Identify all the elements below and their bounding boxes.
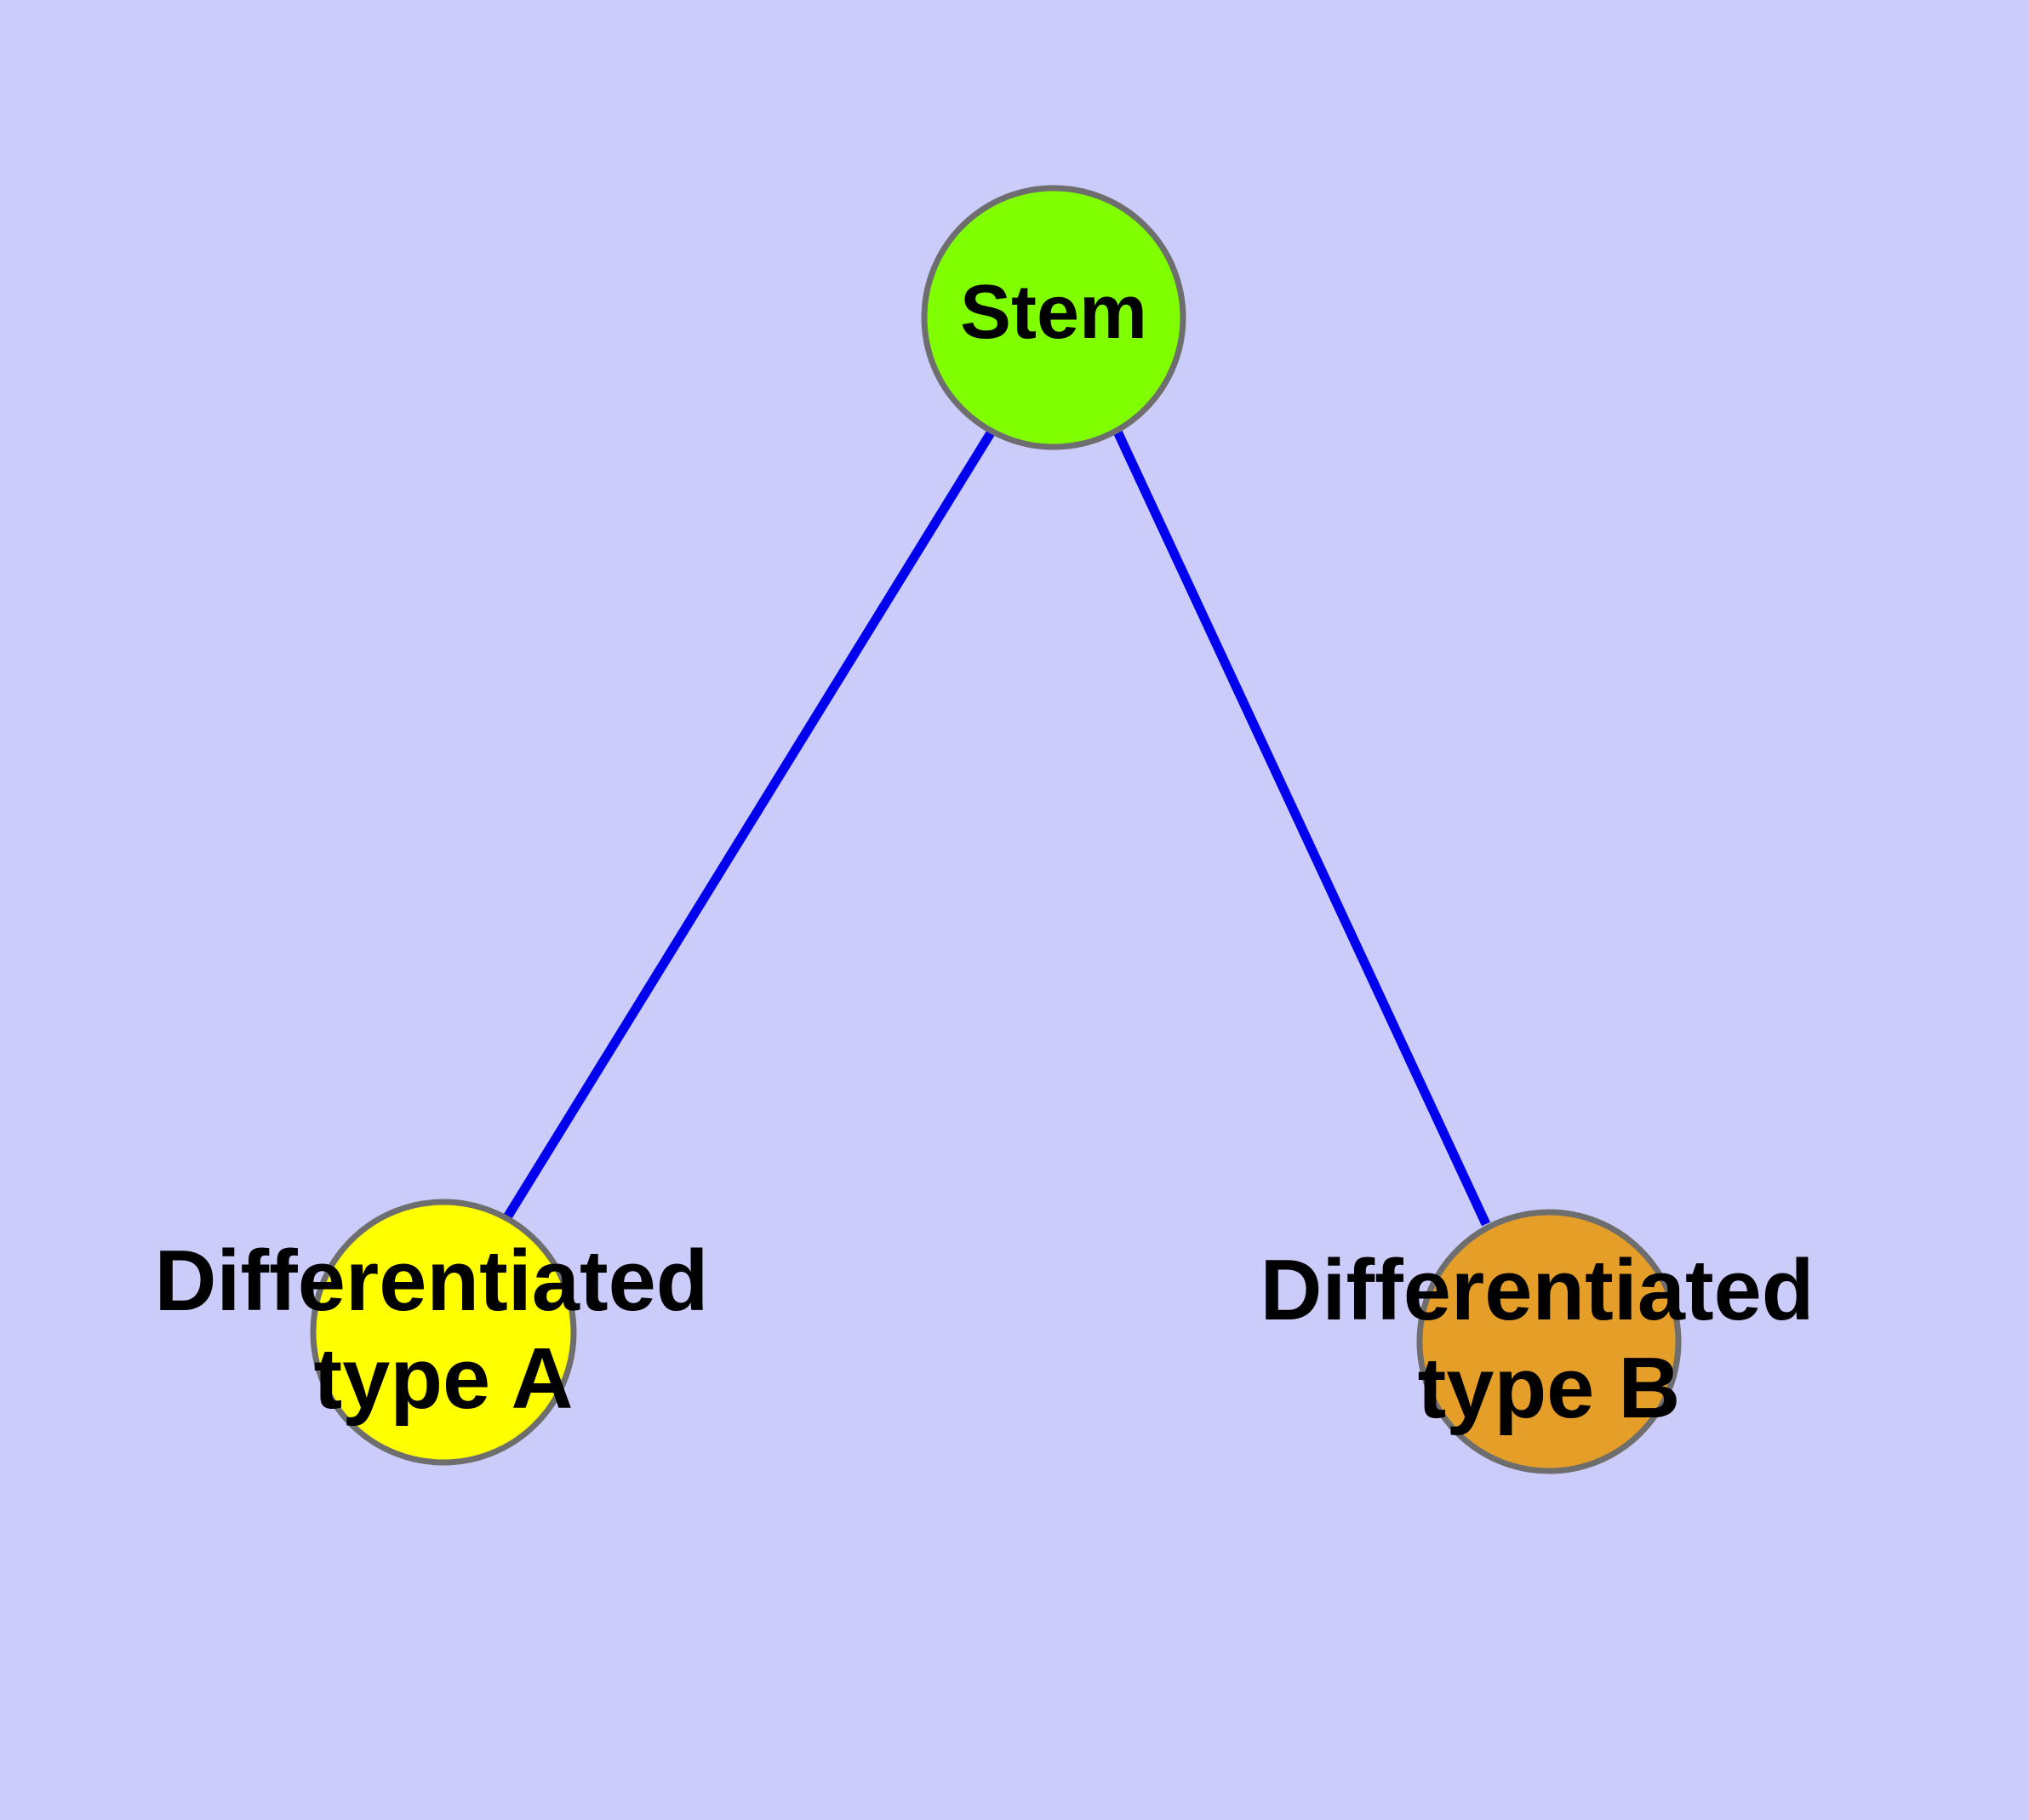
node-layer: Stem Differentiated type A Differentiate… bbox=[154, 185, 1838, 1474]
node-differentiated-type-b-label: Differentiated type B bbox=[1260, 1243, 1838, 1436]
node-stem-label: Stem bbox=[960, 270, 1147, 355]
node-stem-label-line-1: Stem bbox=[960, 270, 1147, 355]
edge-stem-to-differentiated-type-a[interactable] bbox=[503, 429, 996, 1220]
node-differentiated-type-b[interactable]: Differentiated type B bbox=[1260, 1209, 1838, 1474]
node-differentiated-type-a-label-line-1: Differentiated bbox=[154, 1233, 708, 1329]
node-differentiated-type-a-label: Differentiated type A bbox=[154, 1233, 732, 1427]
node-differentiated-type-a-label-line-2: type A bbox=[314, 1331, 574, 1427]
node-differentiated-type-b-circle[interactable] bbox=[1416, 1209, 1682, 1474]
node-differentiated-type-b-label-line-1: Differentiated bbox=[1260, 1243, 1814, 1338]
node-differentiated-type-a[interactable]: Differentiated type A bbox=[154, 1199, 732, 1466]
node-differentiated-type-b-label-line-2: type B bbox=[1418, 1341, 1681, 1436]
node-stem[interactable]: Stem bbox=[921, 185, 1186, 450]
edge-layer bbox=[503, 429, 1490, 1227]
edge-stem-to-differentiated-type-b[interactable] bbox=[1113, 429, 1490, 1227]
node-differentiated-type-a-circle[interactable] bbox=[310, 1199, 577, 1466]
node-stem-circle[interactable] bbox=[921, 185, 1186, 450]
